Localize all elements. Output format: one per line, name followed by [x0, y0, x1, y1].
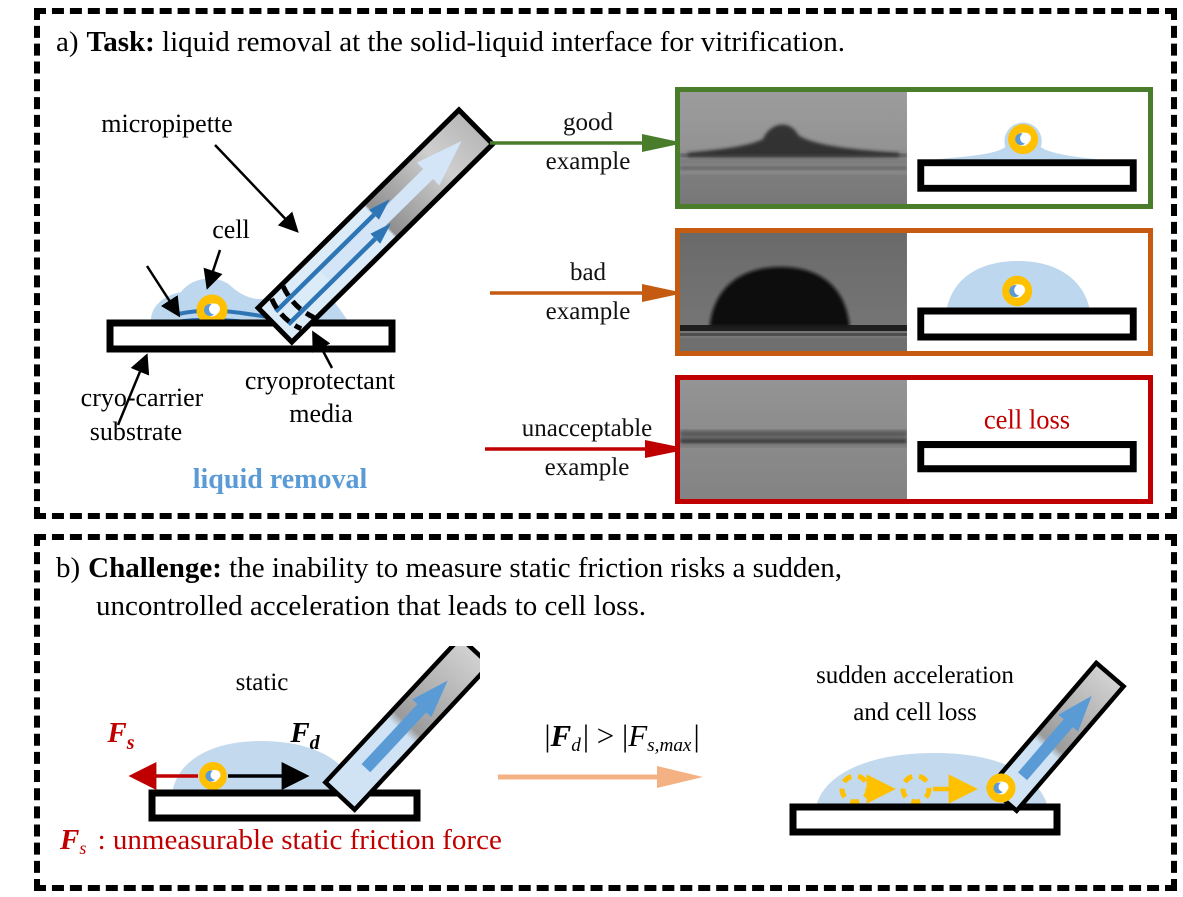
micropipette-pointer-arrow — [214, 144, 299, 233]
transition-arrow-icon — [498, 766, 703, 788]
substrate — [148, 789, 421, 822]
media-pointer-arrow — [312, 330, 334, 369]
panel-a-title: a)Task: liquid removal at the solid-liqu… — [56, 24, 845, 62]
bad-example-box — [675, 228, 1153, 356]
unacceptable-example-photo — [680, 380, 907, 499]
panel-b-title-line2: uncontrolled acceleration that leads to … — [96, 589, 646, 622]
cell-icon — [199, 762, 227, 790]
good-example-photo — [680, 92, 907, 204]
substrate — [917, 159, 1137, 192]
legend-symbol: F — [60, 824, 80, 856]
unacceptable-example-schematic: cell loss — [906, 380, 1148, 499]
unacceptable-example-label: unacceptable example — [478, 415, 696, 482]
good-example-label: good example — [488, 109, 688, 176]
liquid-removal-label: liquid removal — [193, 464, 368, 495]
panel-b-title: b)Challenge: the inability to measure st… — [56, 550, 842, 625]
droplet-pointer-arrow — [145, 265, 181, 318]
static-label: static — [236, 669, 289, 696]
cell-icon — [1008, 124, 1039, 155]
media-label-line2: media — [289, 399, 353, 428]
bad-example-schematic — [906, 233, 1148, 351]
substrate-label-line2: substrate — [90, 417, 182, 446]
cell-ghost-trail — [839, 773, 978, 805]
panel-b-label: b) — [56, 552, 81, 584]
suction-arrow-icon — [319, 141, 462, 281]
panel-a-title-text: liquid removal at the solid-liquid inter… — [154, 26, 845, 58]
micropipette — [254, 106, 497, 346]
good-example-schematic — [906, 92, 1148, 204]
panel-b-title-text: the inability to measure static friction… — [221, 552, 843, 584]
formula-fsmax-sub: s,max — [647, 735, 692, 757]
unacceptable-example-arrow-icon — [485, 440, 689, 459]
acceleration-label-line2: and cell loss — [853, 699, 977, 726]
good-example-line1: good — [563, 109, 613, 136]
substrate — [106, 319, 396, 353]
formula-gt: | > | — [582, 718, 629, 753]
sudden-acceleration-diagram: sudden acceleration and cell loss — [789, 659, 1127, 836]
legend-text: : unmeasurable static friction force — [90, 824, 502, 856]
bad-example-photo — [680, 233, 907, 351]
panel-b-heading: Challenge: — [88, 552, 222, 584]
fs-legend: Fs : unmeasurable static friction force — [60, 824, 502, 859]
substrate-label-line1: cryo-carrier — [81, 383, 204, 412]
formula-pipe: | — [544, 718, 551, 753]
panel-b: b)Challenge: the inability to measure st… — [34, 534, 1177, 891]
panel-a-heading: Task: — [86, 26, 155, 58]
unacceptable-example-line1: unacceptable — [521, 415, 653, 442]
static-friction-diagram: static Fs Fd — [106, 646, 480, 822]
substrate — [917, 441, 1137, 473]
cell-icon — [986, 773, 1016, 803]
bad-example-arrow-icon — [490, 284, 684, 303]
cell-icon — [196, 294, 228, 326]
substrate — [789, 803, 1061, 836]
media-label-line1: cryoprotectant — [245, 366, 396, 395]
micropipette — [322, 646, 480, 813]
substrate-pointer-arrow — [116, 353, 150, 426]
panel-a: a)Task: liquid removal at the solid-liqu… — [34, 8, 1177, 519]
unacceptable-example-line2: example — [544, 454, 630, 482]
fs-label: Fs — [106, 717, 134, 754]
unacceptable-example-box: cell loss — [675, 375, 1153, 504]
panel-a-label: a) — [56, 26, 79, 58]
fd-label: Fd — [289, 717, 320, 754]
good-example-line2: example — [545, 148, 631, 176]
cell-loss-label: cell loss — [984, 404, 1070, 434]
panel-b-title-line1: b)Challenge: the inability to measure st… — [56, 550, 842, 588]
micropipette-label: micropipette — [101, 109, 232, 138]
suction-arrow-icon — [1018, 695, 1092, 781]
bad-example-line2: example — [545, 298, 631, 326]
cell-label: cell — [212, 215, 250, 244]
pipette-tip-dashes — [269, 285, 316, 331]
pointer-arrows — [116, 144, 334, 426]
substrate — [917, 307, 1137, 341]
formula-pipe-close: | — [693, 718, 700, 753]
good-example-arrow-icon — [490, 134, 684, 153]
cell-pointer-arrow — [203, 249, 223, 290]
cell-icon — [1002, 275, 1033, 307]
formula-fsmax: F — [628, 718, 648, 753]
liquid-removal-diagram: micropipette cell cryo-carrier substrate… — [81, 106, 497, 495]
legend-symbol-sub: s — [79, 838, 87, 859]
good-example-box — [675, 87, 1153, 209]
formula-fd-sub: d — [571, 735, 581, 757]
acceleration-label-line1: sudden acceleration — [816, 662, 1014, 689]
bad-example-line1: bad — [569, 259, 607, 286]
bad-example-label: bad example — [488, 259, 688, 326]
formula-fd: F — [550, 718, 572, 753]
suction-arrow-icon — [361, 680, 448, 773]
inequality-formula: |Fd| > |Fs,max| — [472, 718, 772, 757]
